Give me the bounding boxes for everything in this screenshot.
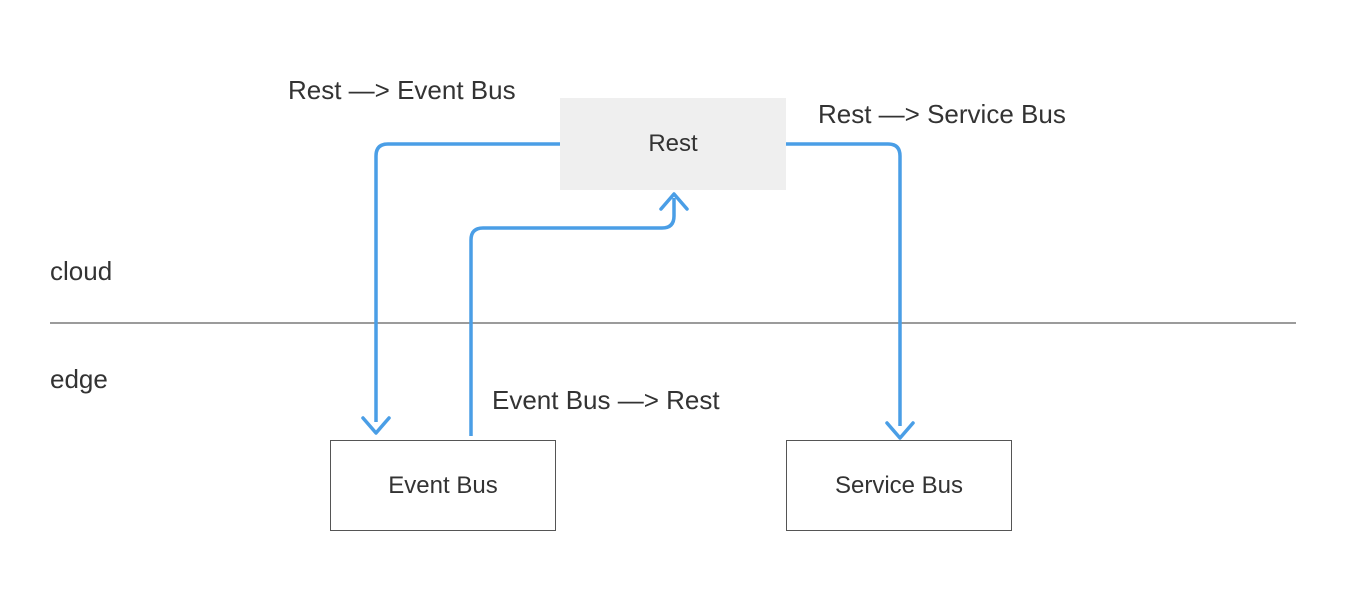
arrowhead-rest-to-event-bus xyxy=(361,416,391,435)
node-event-bus: Event Bus xyxy=(330,440,556,531)
arrow-rest-to-service-bus xyxy=(786,142,902,426)
node-rest: Rest xyxy=(560,98,786,190)
arrowhead-rest-to-service-bus xyxy=(885,421,915,440)
edge-label-event-bus-to-rest: Event Bus —> Rest xyxy=(492,385,720,415)
edge-label-rest-to-service-bus: Rest —> Service Bus xyxy=(818,99,1066,129)
node-rest-label: Rest xyxy=(648,130,698,157)
node-service-bus-label: Service Bus xyxy=(834,471,964,499)
zone-label-edge: edge xyxy=(50,364,108,394)
edge-label-rest-to-event-bus: Rest —> Event Bus xyxy=(288,75,516,105)
arrow-event-bus-to-rest xyxy=(469,198,676,436)
arrow-rest-to-event-bus xyxy=(374,142,560,422)
node-event-bus-label: Event Bus xyxy=(388,471,498,499)
zone-label-cloud: cloud xyxy=(50,256,113,286)
arrowhead-event-bus-to-rest xyxy=(659,192,689,211)
node-service-bus: Service Bus xyxy=(786,440,1012,531)
